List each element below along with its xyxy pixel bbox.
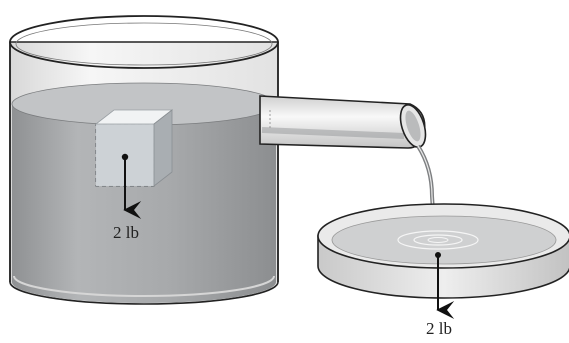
- block-side-face: [154, 110, 172, 186]
- catch-dish: 2 lb: [318, 204, 569, 338]
- block-weight-label: 2 lb: [113, 223, 139, 242]
- displaced-water-weight-label: 2 lb: [426, 319, 452, 338]
- overflow-spout: [260, 96, 430, 150]
- dish-water: [332, 216, 556, 264]
